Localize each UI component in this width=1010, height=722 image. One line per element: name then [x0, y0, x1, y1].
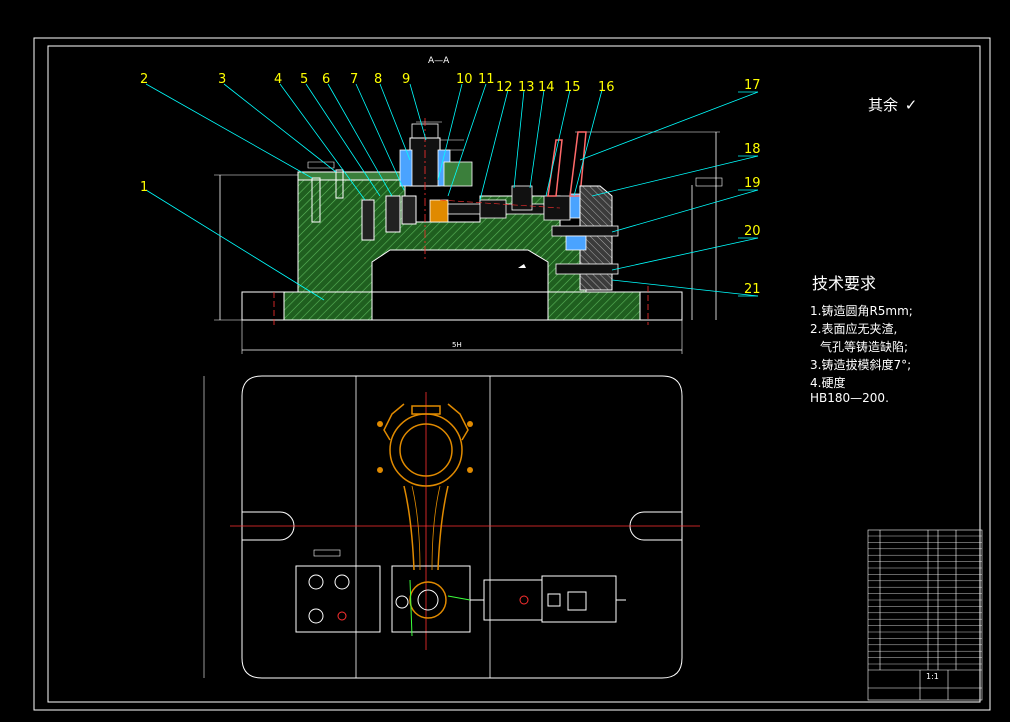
- callout-leaders: [145, 83, 759, 301]
- surface-finish-text: 其余: [868, 96, 899, 114]
- tech-req-line-6: HB180—200.: [810, 391, 889, 405]
- callout-16: 16: [598, 80, 615, 95]
- tech-req-line-5: 4.硬度: [810, 376, 846, 390]
- tech-requirements-list: 1.铸造圆角R5mm; 2.表面应无夹渣, 气孔等铸造缺陷; 3.铸造拔模斜度7…: [810, 302, 913, 405]
- callout-18: 18: [744, 142, 761, 157]
- tech-req-line-4: 3.铸造拔模斜度7°;: [810, 358, 912, 372]
- sheet-outer-border: [33, 37, 991, 711]
- callout-11: 11: [478, 72, 495, 87]
- callout-15: 15: [564, 80, 581, 95]
- callout-10: 10: [456, 72, 473, 87]
- callout-8: 8: [374, 72, 383, 87]
- tech-req-line-1: 1.铸造圆角R5mm;: [810, 304, 913, 318]
- callout-21: 21: [744, 282, 761, 297]
- tech-req-line-2: 2.表面应无夹渣,: [810, 322, 898, 336]
- callout-5: 5: [300, 72, 309, 87]
- callout-20: 20: [744, 224, 761, 239]
- bottom-dimension-label: 5H: [452, 341, 462, 349]
- tech-req-line-3: 气孔等铸造缺陷;: [820, 340, 909, 354]
- callout-3: 3: [218, 72, 227, 87]
- callout-6: 6: [322, 72, 331, 87]
- connecting-rod: [383, 403, 469, 571]
- tech-requirements-title: 技术要求: [812, 274, 877, 293]
- callout-17: 17: [744, 78, 761, 93]
- title-block: [867, 529, 983, 701]
- callout-4: 4: [274, 72, 283, 87]
- callout-14: 14: [538, 80, 555, 95]
- bom-rows: [868, 535, 982, 665]
- callout-2: 2: [140, 72, 149, 87]
- callout-13: 13: [518, 80, 535, 95]
- base-plate: [241, 291, 683, 321]
- surface-finish-note: 其余 ✓: [868, 94, 917, 115]
- callout-9: 9: [402, 72, 411, 87]
- surface-finish-icon: ✓: [904, 96, 918, 114]
- section-label: A—A: [428, 56, 450, 66]
- callout-19: 19: [744, 176, 761, 191]
- section-view-a-a: [214, 118, 723, 354]
- sheet-inner-border: [47, 45, 981, 703]
- base-outline: [241, 375, 683, 679]
- top-plate: [297, 171, 409, 181]
- callout-12: 12: [496, 80, 513, 95]
- callout-7: 7: [350, 72, 359, 87]
- scale-label: 1:1: [926, 672, 939, 681]
- plan-view: [203, 375, 700, 679]
- callout-1: 1: [140, 180, 149, 195]
